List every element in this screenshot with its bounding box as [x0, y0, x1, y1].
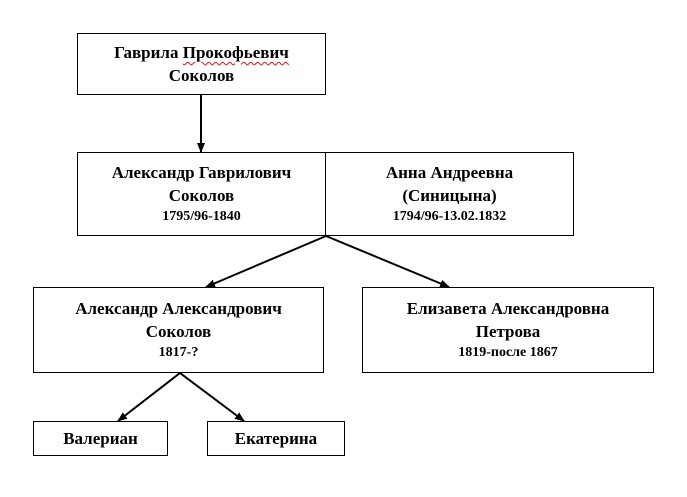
- child-1-name: Александр Александрович: [75, 299, 282, 318]
- person-box-root: Гаврила Прокофьевич Соколов: [77, 33, 326, 95]
- wife-cell: Анна Андреевна (Синицына) 1794/96-13.02.…: [326, 153, 573, 235]
- couple-box: Александр Гаврилович Соколов 1795/96-184…: [77, 152, 574, 236]
- grandchild-2-name: Екатерина: [234, 429, 318, 448]
- husband-name: Александр Гаврилович: [111, 163, 292, 182]
- grandchild-1-name: Валериан: [63, 429, 138, 448]
- wife-name: Анна Андреевна: [385, 163, 514, 182]
- child-2-name: Елизавета Александровна: [406, 299, 610, 318]
- arrow-child-to-grandchild-2: [179, 372, 245, 422]
- arrow-couple-to-child-2: [325, 235, 450, 288]
- arrow-child-to-grandchild-1: [117, 372, 181, 422]
- husband-surname: Соколов: [168, 186, 235, 205]
- person-box-child-2: Елизавета Александровна Петрова 1819-пос…: [362, 287, 654, 373]
- arrow-couple-to-child-1: [205, 235, 327, 288]
- root-first-name: Гаврила: [114, 43, 179, 62]
- child-1-dates: 1817-?: [158, 345, 199, 360]
- wife-maiden-name: (Синицына): [402, 186, 497, 205]
- root-surname: Соколов: [168, 66, 235, 85]
- person-box-grandchild-2: Екатерина: [207, 421, 345, 456]
- husband-dates: 1795/96-1840: [162, 209, 241, 224]
- person-box-grandchild-1: Валериан: [33, 421, 168, 456]
- husband-cell: Александр Гаврилович Соколов 1795/96-184…: [78, 153, 326, 235]
- person-box-child-1: Александр Александрович Соколов 1817-?: [33, 287, 324, 373]
- child-2-dates: 1819-после 1867: [458, 345, 558, 360]
- child-1-surname: Соколов: [145, 322, 212, 341]
- child-2-surname: Петрова: [475, 322, 541, 341]
- wife-dates: 1794/96-13.02.1832: [392, 209, 507, 224]
- root-name-line: Гаврила Прокофьевич: [114, 41, 289, 64]
- root-patronymic: Прокофьевич: [182, 43, 289, 62]
